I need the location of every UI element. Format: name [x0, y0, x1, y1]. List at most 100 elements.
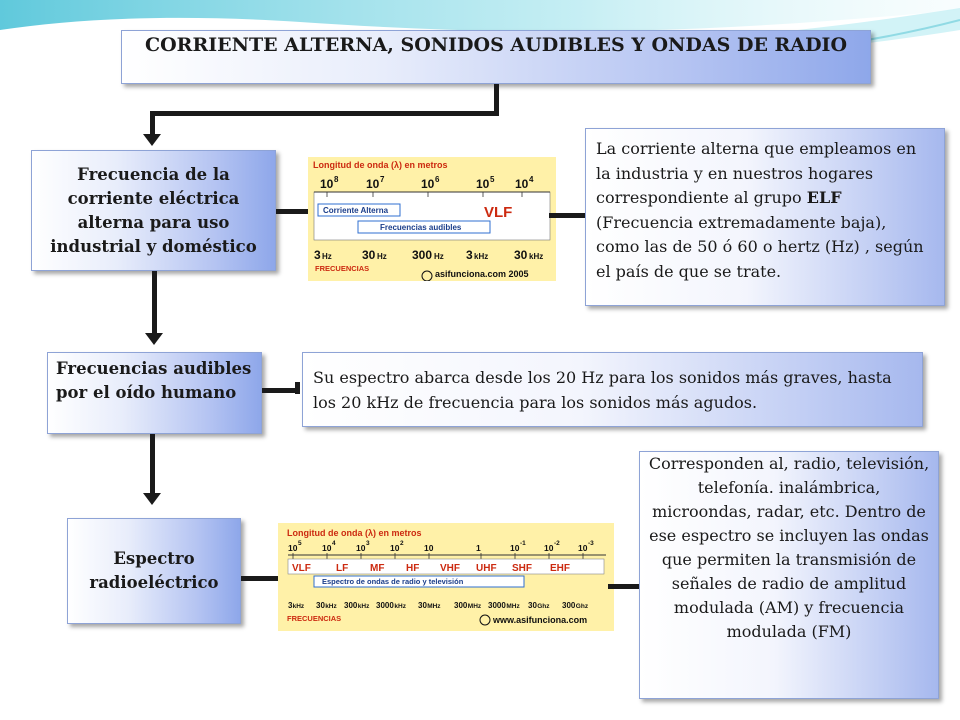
chart2-freq-unit: kHz: [358, 603, 370, 610]
chart1-band-vlf: VLF: [484, 204, 512, 221]
chart2-heading: Longitud de onda (λ) en metros: [287, 528, 422, 538]
connector-chart2-desc: [608, 584, 639, 589]
chart2-freq-number: 30: [528, 601, 537, 610]
desc-espectro-text: Corresponden al, radio, televisión, tele…: [648, 454, 930, 641]
chart2-bar-label: Espectro de ondas de radio y televisión: [322, 577, 464, 586]
chart1-freq-number: 3: [466, 248, 473, 262]
desc-frecuencias-audibles-text: Su espectro abarca desde los 20 Hz para …: [313, 368, 892, 412]
desc-alterna-bold: ELF: [806, 188, 842, 207]
page-title: CORRIENTE ALTERNA, SONIDOS AUDIBLES Y ON…: [145, 34, 847, 56]
chart1-freq-number: 3: [314, 248, 321, 262]
chart2-freq-unit: MHz: [427, 603, 441, 610]
chart2-freq-unit: MHz: [506, 603, 520, 610]
chart1-wavelength-base: 10: [320, 177, 334, 191]
chart1-copyright-icon: [421, 270, 433, 281]
chart2-copyright-icon: [479, 614, 491, 626]
chart2-copyright: www.asifunciona.com: [492, 615, 587, 625]
chart1-freq-number: 300: [412, 248, 432, 262]
chart2-wavelength-exp: 3: [366, 540, 370, 547]
chart1-bar-corriente-label: Corriente Alterna: [323, 206, 389, 215]
chart1-wavelength-exp: 5: [490, 175, 495, 184]
desc-alterna-part1: La corriente alterna que empleamos en la…: [596, 139, 917, 207]
desc-alterna-part2: (Frecuencia extremadamente baja), como l…: [596, 212, 924, 281]
connector-alterna-chart1: [276, 209, 308, 214]
desc-frecuencias-audibles: Su espectro abarca desde los 20 Hz para …: [302, 352, 923, 427]
chart2-wavelength-base: 10: [288, 543, 298, 553]
chart2-freq-number: 300: [344, 601, 358, 610]
connector-chart1-desc: [549, 213, 585, 218]
chart2-freq-unit: kHz: [325, 603, 337, 610]
chart2-band: LF: [336, 563, 348, 574]
chart2-wavelength-exp: 4: [332, 540, 336, 547]
desc-corriente-alterna: La corriente alterna que empleamos en la…: [585, 128, 945, 306]
chart2-band: VLF: [292, 563, 311, 574]
connector-espectro-chart2: [241, 576, 278, 581]
chart1-bar-audibles: [357, 220, 491, 234]
chart1-copyright: asifunciona.com 2005: [435, 269, 529, 279]
chart1-wavelength-exp: 7: [380, 175, 385, 184]
connector-audibles-espectro: [150, 434, 155, 493]
chart1-freq-unit: Hz: [434, 252, 444, 261]
chart2-wavelength-exp: -3: [588, 540, 594, 547]
chart2-wavelength-exp: -1: [520, 540, 526, 547]
chart2-wavelength-base: 10: [510, 543, 520, 553]
chart1-wavelength-base: 10: [421, 177, 435, 191]
chart2-freq-number: 30: [418, 601, 427, 610]
chart2-freq-label: FRECUENCIAS: [287, 614, 341, 623]
node-frecuencias-audibles-label: Frecuencias audibles por el oído humano: [56, 359, 252, 402]
chart1-freq-unit: kHz: [474, 252, 488, 261]
connector-title-horizontal: [150, 111, 499, 116]
chart2-freq-number: 3000: [376, 601, 394, 610]
chart2-freq-number: 3: [288, 601, 293, 610]
connector-alterna-audibles: [152, 271, 157, 333]
chart2-band: UHF: [476, 563, 497, 574]
chart1-bar-corriente: [317, 203, 401, 217]
chart2-wavelength-base: 1: [476, 543, 481, 553]
chart2-freq-number: 300: [562, 601, 576, 610]
chart1-freq-number: 30: [514, 248, 528, 262]
chart2-band-row: [287, 558, 605, 575]
chart2-freq-unit: kHz: [394, 603, 406, 610]
chart2-wavelength-base: 10: [356, 543, 366, 553]
node-frecuencias-audibles: Frecuencias audibles por el oído humano: [47, 352, 262, 434]
desc-espectro-radioelectrico: Corresponden al, radio, televisión, tele…: [639, 451, 939, 699]
chart2-wavelength-base: 10: [424, 543, 434, 553]
connector-audibles-desc: [262, 388, 298, 393]
node-corriente-alterna: Frecuencia de la corriente eléctrica alt…: [31, 150, 276, 271]
chart1-wavelength-base: 10: [366, 177, 380, 191]
chart1-freq-unit: Hz: [322, 252, 332, 261]
chart1-freq-label: FRECUENCIAS: [315, 264, 369, 273]
node-espectro-label: Espectro radioeléctrico: [89, 549, 219, 592]
chart2-wavelength-base: 10: [544, 543, 554, 553]
arrow-to-alterna: [143, 134, 161, 146]
chart2-wavelength-base: 10: [322, 543, 332, 553]
chart2-wavelength-exp: 2: [400, 540, 404, 547]
connector-audibles-desc-tick: [295, 382, 300, 394]
connector-to-alterna: [150, 111, 155, 135]
chart2-band: SHF: [512, 563, 532, 574]
chart2-wavelength-base: 10: [578, 543, 588, 553]
chart2-band: MF: [370, 563, 384, 574]
node-corriente-alterna-label: Frecuencia de la corriente eléctrica alt…: [50, 164, 257, 256]
node-espectro-radioelectrico: Espectro radioeléctrico: [67, 518, 241, 624]
chart2-freq-number: 30: [316, 601, 325, 610]
chart2-bar-ondas: [313, 575, 525, 588]
desc-corriente-alterna-text: La corriente alterna que empleamos en la…: [586, 129, 944, 292]
arrow-to-espectro: [143, 493, 161, 505]
chart1-wavelength-exp: 4: [529, 175, 534, 184]
chart2-wavelength-exp: -2: [554, 540, 560, 547]
connector-title-down: [494, 84, 499, 116]
chart1-wavelength-base: 10: [515, 177, 529, 191]
chart2-band: EHF: [550, 563, 570, 574]
arrow-to-audibles: [145, 333, 163, 345]
chart2-wavelength-base: 10: [390, 543, 400, 553]
chart1-heading: Longitud de onda (λ) en metros: [313, 160, 448, 170]
chart2-band: VHF: [440, 563, 460, 574]
chart1-wavelength-exp: 6: [435, 175, 440, 184]
chart2-band: HF: [406, 563, 419, 574]
chart1-wavelength-base: 10: [476, 177, 490, 191]
chart2-freq-unit: kHz: [293, 603, 305, 610]
chart2-freq-unit: Ghz: [537, 603, 550, 610]
